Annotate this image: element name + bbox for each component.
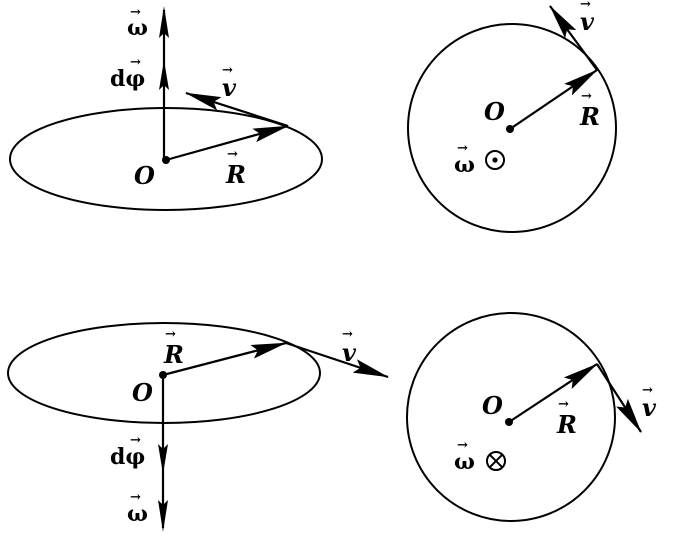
velocity-label: v → xyxy=(222,63,237,102)
panel-bottom-right: O R → v → ω → xyxy=(406,312,657,522)
panel-bottom-left: R → O v → dφ → ω → xyxy=(7,322,389,532)
velocity-vector xyxy=(185,91,289,128)
rotation-circle xyxy=(406,312,616,522)
origin-point xyxy=(506,125,514,133)
omega-symbol: ω xyxy=(127,501,148,527)
origin-label: O xyxy=(134,161,155,190)
omega-arrowhead xyxy=(159,6,169,38)
origin-point xyxy=(159,371,167,379)
vector-arrow-mark: → xyxy=(222,63,233,78)
radius-symbol: R xyxy=(163,340,184,369)
vector-arrow-mark: → xyxy=(580,0,591,12)
radius-vector xyxy=(508,363,598,423)
velocity-vector xyxy=(285,341,389,379)
vector-arrow-mark: → xyxy=(165,327,176,342)
vector-arrow-mark: → xyxy=(457,141,468,156)
vector-arrow-mark: → xyxy=(130,5,141,20)
panel-top-left: ω → dφ → v → R → O xyxy=(9,5,323,211)
velocity-vector xyxy=(549,5,598,71)
origin-label: O xyxy=(482,391,503,420)
origin-label: O xyxy=(132,378,153,407)
omega-label: ω → xyxy=(454,438,475,475)
origin-point xyxy=(505,418,513,426)
origin-label: O xyxy=(484,97,505,126)
vector-arrow-mark: → xyxy=(642,383,653,398)
dphi-symbol: dφ xyxy=(110,444,145,470)
rotation-ellipse xyxy=(9,107,323,211)
radius-symbol: R xyxy=(556,410,577,439)
omega-symbol: ω xyxy=(454,152,475,178)
rotation-circle xyxy=(407,23,617,233)
dphi-symbol: dφ xyxy=(110,66,145,92)
dphi-arrowhead xyxy=(159,60,169,90)
radius-vector xyxy=(509,69,598,130)
omega-symbol: ω xyxy=(127,15,148,41)
radius-vector xyxy=(162,341,287,377)
omega-symbol: ω xyxy=(454,449,475,475)
velocity-symbol: v xyxy=(222,73,237,102)
omega-arrowhead xyxy=(158,500,168,532)
radius-vector xyxy=(165,124,289,162)
velocity-label: v → xyxy=(580,0,595,36)
velocity-label: v → xyxy=(342,327,357,367)
dphi-label: dφ → xyxy=(110,433,145,470)
vector-arrow-mark: → xyxy=(581,89,592,104)
radius-symbol: R xyxy=(579,102,600,131)
vector-arrow-mark: → xyxy=(130,55,141,70)
origin-point xyxy=(162,156,170,164)
velocity-symbol: v xyxy=(580,7,595,36)
radius-symbol: R xyxy=(225,160,246,189)
omega-label: ω → xyxy=(127,490,148,527)
radius-label: R → xyxy=(163,327,184,369)
radius-label: R → xyxy=(579,89,600,131)
dphi-arrowhead xyxy=(158,444,168,474)
panel-top-right: v → R → O ω → xyxy=(407,0,617,233)
vector-arrow-mark: → xyxy=(227,147,238,162)
vector-arrow-mark: → xyxy=(457,438,468,453)
radius-label: R → xyxy=(225,147,246,189)
radius-label: R → xyxy=(556,397,577,439)
vector-arrow-mark: → xyxy=(558,397,569,412)
out-of-page-icon xyxy=(485,150,505,170)
dphi-label: dφ → xyxy=(110,55,145,92)
velocity-vector xyxy=(596,363,642,433)
vector-arrow-mark: → xyxy=(342,327,353,342)
velocity-label: v → xyxy=(642,383,657,422)
into-page-icon xyxy=(486,451,506,471)
omega-label: ω → xyxy=(127,5,148,41)
vector-arrow-mark: → xyxy=(130,433,141,448)
velocity-symbol: v xyxy=(642,393,657,422)
omega-label: ω → xyxy=(454,141,475,178)
velocity-symbol: v xyxy=(342,338,357,367)
vector-arrow-mark: → xyxy=(130,490,141,505)
